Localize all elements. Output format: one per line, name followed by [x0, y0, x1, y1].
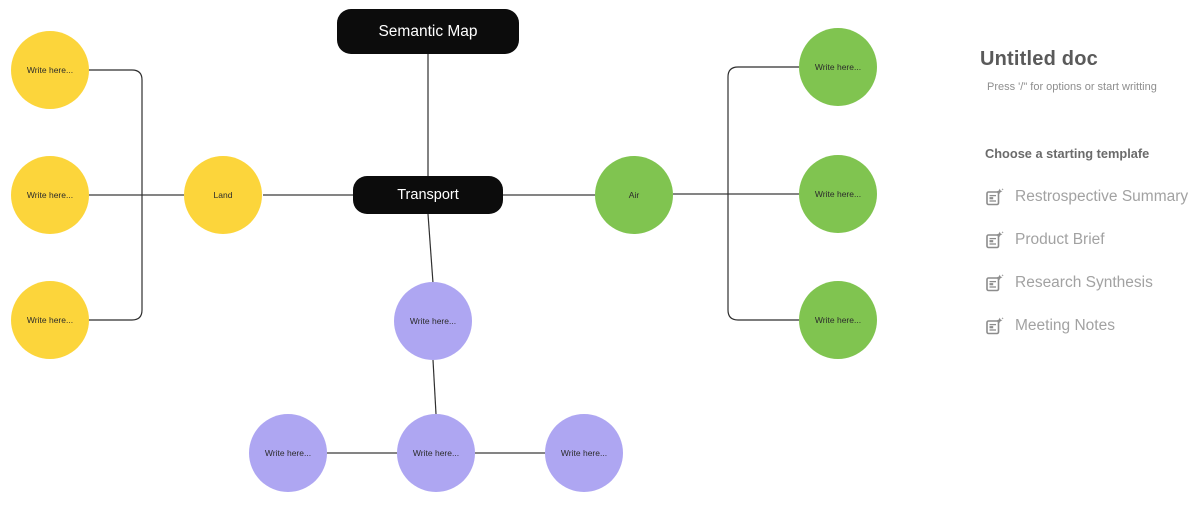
node-label: Write here... [814, 315, 862, 325]
node-label: Semantic Map [378, 22, 478, 40]
template-section-heading: Choose a starting templafe [985, 146, 1150, 161]
node-label: Land [213, 190, 233, 200]
node-semantic-map[interactable]: Semantic Map [337, 9, 519, 54]
node-air[interactable]: Air [595, 156, 673, 234]
node-label: Write here... [409, 316, 457, 326]
node-label: Air [628, 190, 640, 200]
template-item-restrospective-summary[interactable]: Restrospective Summary [985, 183, 1195, 211]
node-purple-bottom-right[interactable]: Write here... [545, 414, 623, 492]
doc-title[interactable]: Untitled doc [980, 48, 1098, 70]
node-label: Write here... [26, 65, 74, 75]
template-list: Restrospective Summary Product Brief [985, 183, 1195, 340]
template-item-label: Meeting Notes [1015, 317, 1115, 334]
node-purple-bottom-center[interactable]: Write here... [397, 414, 475, 492]
node-label: Write here... [814, 62, 862, 72]
node-land[interactable]: Land [184, 156, 262, 234]
node-yellow-middle[interactable]: Write here... [11, 156, 89, 234]
node-green-middle[interactable]: Write here... [799, 155, 877, 233]
node-label: Write here... [814, 189, 862, 199]
node-label: Write here... [264, 448, 312, 458]
doc-hint: Press '/" for options or start writting [987, 81, 1157, 93]
node-green-bottom[interactable]: Write here... [799, 281, 877, 359]
template-item-product-brief[interactable]: Product Brief [985, 226, 1195, 254]
node-green-top[interactable]: Write here... [799, 28, 877, 106]
doc-sparkle-icon [985, 230, 1004, 250]
node-label: Write here... [26, 315, 74, 325]
template-item-label: Research Synthesis [1015, 274, 1153, 291]
node-purple-middle[interactable]: Write here... [394, 282, 472, 360]
node-label: Write here... [560, 448, 608, 458]
doc-sparkle-icon [985, 316, 1004, 336]
template-item-label: Restrospective Summary [1015, 188, 1189, 205]
node-transport[interactable]: Transport [353, 176, 503, 214]
doc-sparkle-icon [985, 187, 1004, 207]
node-yellow-top[interactable]: Write here... [11, 31, 89, 109]
doc-sparkle-icon [985, 273, 1004, 293]
template-item-label: Product Brief [1015, 231, 1105, 248]
node-purple-bottom-left[interactable]: Write here... [249, 414, 327, 492]
node-yellow-bottom[interactable]: Write here... [11, 281, 89, 359]
template-item-research-synthesis[interactable]: Research Synthesis [985, 269, 1195, 297]
node-label: Write here... [412, 448, 460, 458]
doc-panel: Untitled doc Press '/" for options or st… [980, 48, 1195, 355]
node-label: Write here... [26, 190, 74, 200]
template-item-meeting-notes[interactable]: Meeting Notes [985, 312, 1195, 340]
node-label: Transport [397, 187, 459, 203]
